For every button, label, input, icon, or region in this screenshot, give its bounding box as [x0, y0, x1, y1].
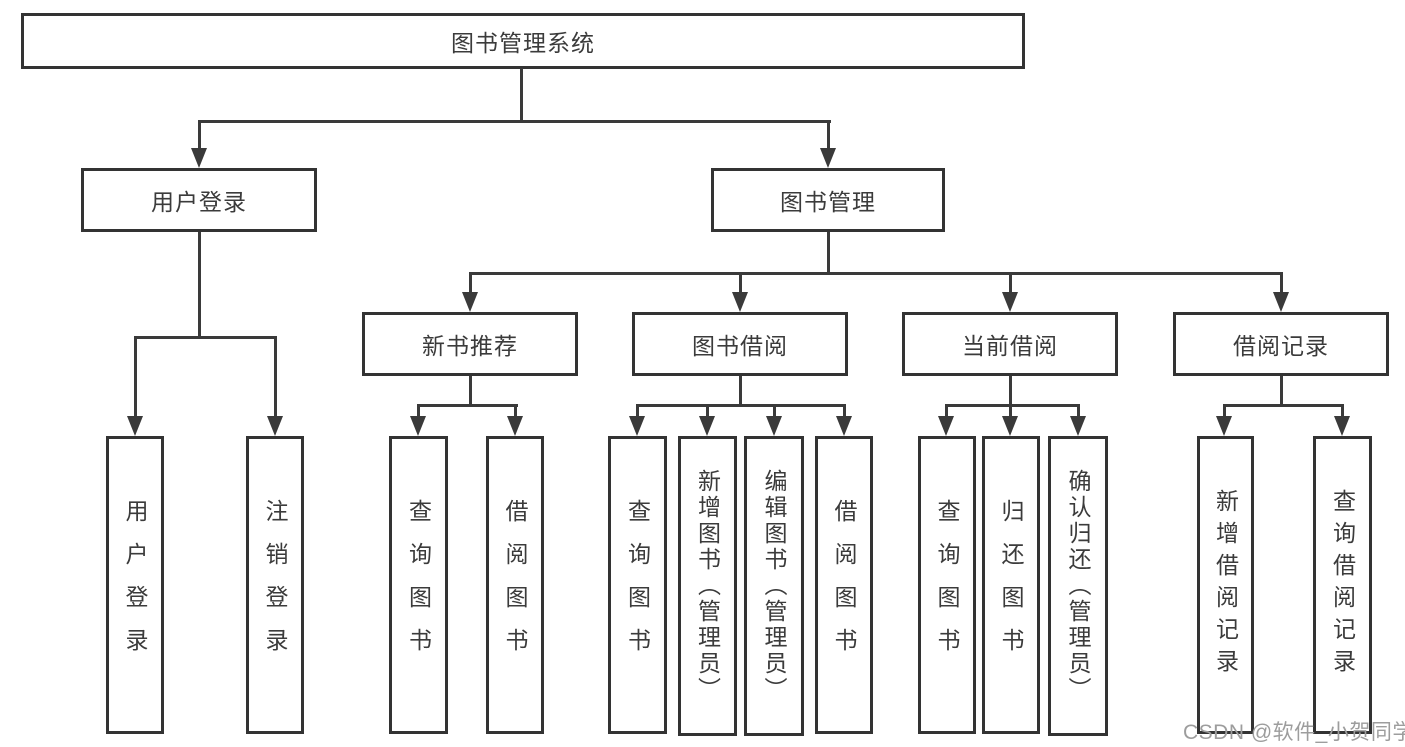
leaf-label: 新增图书（管理员） [694, 469, 721, 703]
connector-book-management-stem [827, 232, 830, 274]
connector-arrow-line [134, 336, 137, 418]
leaf-label: 查询图书 [624, 499, 651, 671]
connector-arrow-line [1341, 404, 1344, 418]
leaf-add-borrow-record: 新增借阅记录 [1197, 436, 1254, 734]
node-book-management: 图书管理 [711, 168, 945, 232]
connector-arrow-line [827, 120, 830, 150]
leaf-confirm-return-admin: 确认归还（管理员） [1048, 436, 1108, 736]
arrow-down-icon [507, 416, 523, 436]
leaf-query-borrow-record: 查询借阅记录 [1313, 436, 1372, 734]
leaf-borrow-book: 借阅图书 [815, 436, 873, 734]
arrow-down-icon [127, 416, 143, 436]
connector-arrow-line [945, 404, 948, 418]
arrow-down-icon [1070, 416, 1086, 436]
leaf-return-book: 归还图书 [982, 436, 1040, 734]
connector-arrow-line [469, 272, 472, 294]
leaf-label: 查询借阅记录 [1329, 489, 1356, 681]
leaf-label: 注销登录 [262, 499, 288, 671]
leaf-query-book: 查询图书 [918, 436, 976, 734]
connector-level3-rail [469, 272, 1283, 275]
connector-arrow-line [773, 404, 776, 418]
leaf-query-book: 查询图书 [608, 436, 667, 734]
leaf-label: 借阅图书 [502, 499, 528, 671]
connector-arrow-line [1009, 272, 1012, 294]
node-label: 图书借阅 [692, 333, 788, 359]
node-label: 图书管理 [780, 189, 876, 215]
arrow-down-icon [1002, 416, 1018, 436]
arrow-down-icon [938, 416, 954, 436]
connector-arrow-line [198, 120, 201, 150]
connector-arrow-line [274, 336, 277, 418]
leaf-label: 用户登录 [122, 499, 148, 671]
arrow-down-icon [629, 416, 645, 436]
leaf-label: 归还图书 [998, 499, 1024, 671]
leaf-user-login: 用户登录 [106, 436, 164, 734]
connector-arrow-line [1280, 272, 1283, 294]
connector-user-login-stem [198, 232, 201, 338]
arrow-down-icon [732, 292, 748, 312]
node-book-borrow: 图书借阅 [632, 312, 848, 376]
node-root-label: 图书管理系统 [451, 30, 595, 56]
watermark: CSDN @软件_小贺同学 [1183, 721, 1405, 744]
arrow-down-icon [1334, 416, 1350, 436]
leaf-label: 编辑图书（管理员） [761, 469, 787, 703]
connector-stem [739, 376, 742, 406]
connector-user-login-rail [134, 336, 277, 339]
connector-rail [417, 404, 518, 407]
leaf-label: 新增借阅记录 [1212, 489, 1239, 681]
connector-arrow-line [417, 404, 420, 418]
connector-rail [636, 404, 846, 407]
arrow-down-icon [1273, 292, 1289, 312]
arrow-down-icon [836, 416, 852, 436]
connector-arrow-line [843, 404, 846, 418]
arrow-down-icon [766, 416, 782, 436]
arrow-down-icon [820, 148, 836, 168]
leaf-label: 借阅图书 [831, 499, 857, 671]
node-new-book-recommend: 新书推荐 [362, 312, 578, 376]
connector-arrow-line [514, 404, 517, 418]
arrow-down-icon [699, 416, 715, 436]
node-label: 新书推荐 [422, 333, 518, 359]
leaf-logout: 注销登录 [246, 436, 304, 734]
connector-stem [1009, 376, 1012, 406]
connector-stem [469, 376, 472, 406]
arrow-down-icon [191, 148, 207, 168]
leaf-edit-book-admin: 编辑图书（管理员） [744, 436, 804, 736]
node-label: 借阅记录 [1233, 333, 1329, 359]
node-current-borrow: 当前借阅 [902, 312, 1118, 376]
connector-arrow-line [1009, 404, 1012, 418]
connector-arrow-line [739, 272, 742, 294]
connector-arrow-line [706, 404, 709, 418]
connector-level2-rail [198, 120, 831, 123]
node-label: 当前借阅 [962, 333, 1058, 359]
leaf-borrow-book: 借阅图书 [486, 436, 544, 734]
connector-rail [1223, 404, 1344, 407]
leaf-label: 查询图书 [934, 499, 960, 671]
connector-rail [945, 404, 1080, 407]
node-user-login: 用户登录 [81, 168, 317, 232]
leaf-label: 确认归还（管理员） [1065, 469, 1091, 703]
leaf-query-book: 查询图书 [389, 436, 448, 734]
connector-arrow-line [1223, 404, 1226, 418]
node-label: 用户登录 [151, 189, 247, 215]
connector-arrow-line [1077, 404, 1080, 418]
leaf-add-book-admin: 新增图书（管理员） [678, 436, 737, 736]
arrow-down-icon [1002, 292, 1018, 312]
node-root: 图书管理系统 [21, 13, 1025, 69]
node-borrow-record: 借阅记录 [1173, 312, 1389, 376]
connector-arrow-line [636, 404, 639, 418]
leaf-label: 查询图书 [405, 499, 432, 671]
arrow-down-icon [1216, 416, 1232, 436]
arrow-down-icon [410, 416, 426, 436]
connector-root-stem [520, 68, 523, 121]
arrow-down-icon [267, 416, 283, 436]
connector-stem [1280, 376, 1283, 406]
arrow-down-icon [462, 292, 478, 312]
